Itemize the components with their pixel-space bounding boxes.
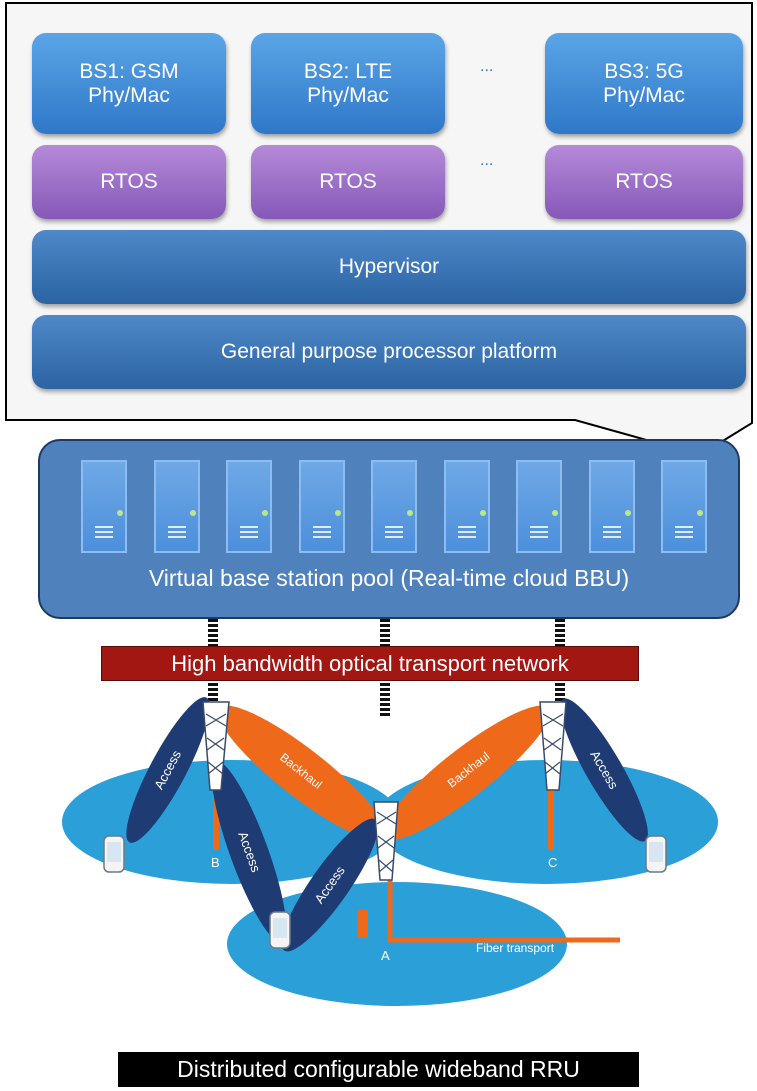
server-icon [81,460,127,553]
phone-left [103,835,125,873]
fiber-link-3-upper [553,619,567,649]
fiber-link-1-upper [206,619,220,649]
bs1-subtitle: Phy/Mac [88,83,170,107]
processor-platform-bar: General purpose processor platform [32,315,746,389]
virtual-bbu-pool: Virtual base station pool (Real-time clo… [38,439,740,619]
rtos-box-2: RTOS [251,145,445,219]
bs2-subtitle: Phy/Mac [307,83,389,107]
bs2-box: BS2: LTE Phy/Mac [251,33,445,134]
junction-box [358,910,368,938]
rtos-label-3: RTOS [615,170,673,193]
tower-b [202,701,230,791]
server-icon [226,460,272,553]
access-lobe-c [560,698,648,842]
phone-right [645,835,667,873]
bs1-box: BS1: GSM Phy/Mac [32,33,226,134]
bs1-title: BS1: GSM [79,59,179,83]
bs-ellipsis: ... [480,58,494,75]
rru-network-scene: Access Access Access Access Backhaul Bac… [62,697,718,1006]
fiber-transport-label: Fiber transport [476,941,555,955]
hypervisor-bar: Hypervisor [32,230,746,304]
fiber-link-2-upper [378,619,392,649]
server-icon [153,460,200,553]
access-lobe-b-down [211,761,287,943]
rru-label: Distributed configurable wideband RRU [118,1052,639,1087]
site-label-b: B [211,855,220,870]
bs2-title: BS2: LTE [303,59,393,83]
tower-c [539,701,567,791]
tower-a [373,801,399,881]
bs3-title: BS3: 5G [604,59,684,83]
rtos-label-2: RTOS [319,170,377,193]
phone-bottom [269,911,291,949]
hypervisor-label: Hypervisor [338,255,440,278]
backhaul-lobe-left [217,705,387,841]
site-label-a: A [381,948,390,963]
server-icon [588,460,635,553]
server-icon [516,460,562,553]
access-lobe-b-left [126,697,210,843]
server-icon [661,460,707,553]
rtos-box-3: RTOS [545,145,743,219]
transport-network-label: High bandwidth optical transport network [101,646,639,681]
access-lobe-a [281,818,379,952]
processor-platform-label: General purpose processor platform [220,340,558,363]
bs3-subtitle: Phy/Mac [603,83,685,107]
bs3-box: BS3: 5G Phy/Mac [545,33,743,134]
server-icon [443,460,490,553]
rtos-box-1: RTOS [32,145,226,219]
rtos-ellipsis: ... [480,152,494,169]
pool-label: Virtual base station pool (Real-time clo… [148,565,630,591]
fiber-transport-line [387,870,620,943]
backhaul-lobe-right [381,705,551,841]
pole-c [548,790,554,850]
rtos-label-1: RTOS [100,170,158,193]
server-icon [371,460,417,553]
site-label-c: C [548,855,557,870]
pole-b [213,790,219,850]
server-icon [298,460,345,553]
